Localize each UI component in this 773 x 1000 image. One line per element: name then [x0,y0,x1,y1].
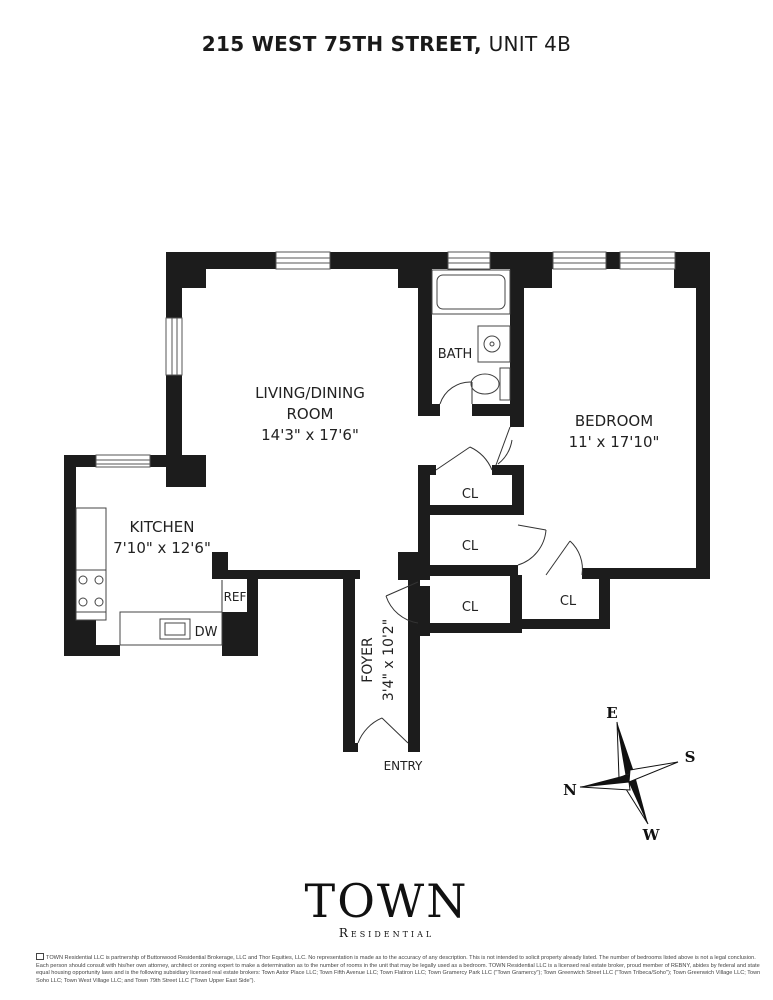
windows [95,251,676,468]
brand-logo: TOWN Residential [0,878,773,940]
closet-label-4: CL [560,594,577,609]
compass-n: N [563,781,577,799]
sink [477,325,511,363]
floor-plan: LIVING/DINING ROOM 14'3" x 17'6" BEDROOM… [64,251,710,844]
compass-w: W [642,826,661,844]
disclaimer-text: TOWN Residential LLC is partnership of B… [36,955,761,984]
entry-label: ENTRY [384,759,423,773]
disclaimer: TOWN Residential LLC is partnership of B… [36,953,766,985]
door-swings [221,381,583,744]
page-title: 215 WEST 75TH STREET, UNIT 4B [0,32,773,56]
dw-label: DW [195,625,218,640]
living-name-2: ROOM [287,405,334,423]
bedroom-dims: 11' x 17'10" [569,433,660,451]
counter-bottom [119,611,223,646]
compass-icon: E S N W [563,704,695,844]
walls [64,252,710,752]
living-name-1: LIVING/DINING [255,384,365,402]
compass-e: E [606,704,617,722]
stove [75,569,107,613]
bath-name: BATH [438,347,473,362]
living-dims: 14'3" x 17'6" [261,426,359,444]
closet-label-2: CL [462,539,479,554]
title-address: 215 WEST 75TH STREET, [201,32,482,56]
kitchen-dims: 7'10" x 12'6" [113,539,211,557]
foyer-dims: 3'4" x 10'2" [381,619,397,701]
ref-label: REF [224,590,247,604]
bathtub [431,269,511,315]
toilet-bowl [470,373,500,395]
kitchen-sink [159,618,191,640]
closet-label-1: CL [462,487,479,502]
logo-wordmark: TOWN [304,874,469,928]
bath-fixtures [431,269,511,401]
logo-subtitle: Residential [338,926,435,940]
equal-housing-icon [36,953,44,960]
foyer-name: FOYER [360,637,376,683]
title-unit: UNIT 4B [488,32,572,56]
toilet-tank [499,367,511,401]
compass-s: S [685,748,696,766]
counter [75,507,107,621]
closet-label-3: CL [462,600,479,615]
kitchen-fixtures [75,507,223,646]
bedroom-name: BEDROOM [575,412,653,430]
kitchen-name: KITCHEN [130,518,195,536]
room-labels: LIVING/DINING ROOM 14'3" x 17'6" BEDROOM… [113,347,659,773]
bathtub-basin [436,274,506,310]
